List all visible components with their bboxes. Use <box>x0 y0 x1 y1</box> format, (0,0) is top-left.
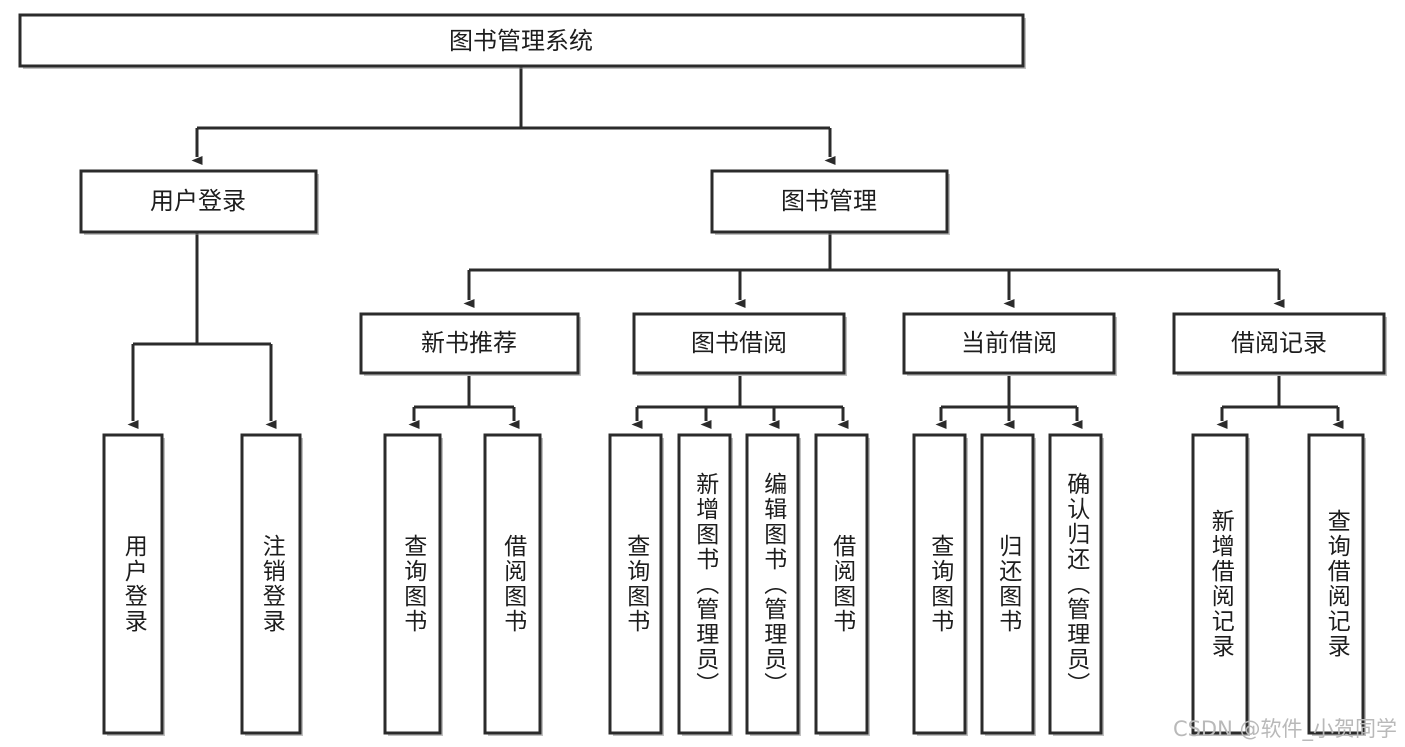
connector-borrowrecord-to-leaves <box>1216 376 1344 429</box>
leaf-box-user-login-1[interactable] <box>102 433 164 735</box>
leaf-box-book-borrow-1[interactable] <box>608 433 663 735</box>
connector-userlogin-to-leaves <box>127 233 277 429</box>
leaf-boxes-book-borrow <box>608 433 870 736</box>
node-borrow-record[interactable]: 借阅记录 <box>1172 312 1387 376</box>
leaf-box-borrow-record-2[interactable] <box>1307 433 1365 735</box>
leaf-box-new-book-2[interactable] <box>483 433 542 735</box>
node-book-borrow[interactable]: 图书借阅 <box>632 312 847 376</box>
node-root[interactable]: 图书管理系统 <box>18 13 1026 69</box>
connector-bookmgmt-to-level3 <box>463 233 1285 308</box>
node-book-borrow-label: 图书借阅 <box>691 329 787 357</box>
leaf-box-user-login-2[interactable] <box>240 433 302 735</box>
leaf-box-current-borrow-3[interactable] <box>1048 433 1103 735</box>
node-root-label: 图书管理系统 <box>449 27 593 55</box>
leaf-boxes-current-borrow <box>912 433 1104 736</box>
node-user-login-label: 用户登录 <box>150 187 246 215</box>
node-borrow-record-label: 借阅记录 <box>1231 329 1327 357</box>
leaf-box-current-borrow-2[interactable] <box>980 433 1035 735</box>
leaf-boxes-user-login <box>102 433 303 736</box>
node-current-borrow[interactable]: 当前借阅 <box>902 312 1117 376</box>
leaf-boxes-borrow-record <box>1191 433 1366 736</box>
connector-root-to-level2 <box>191 66 836 165</box>
leaf-box-borrow-record-1[interactable] <box>1191 433 1249 735</box>
node-new-book-recommend-label: 新书推荐 <box>421 329 517 357</box>
node-user-login[interactable]: 用户登录 <box>79 169 319 235</box>
leaf-boxes-new-book-recommend <box>383 433 543 736</box>
leaf-box-book-borrow-4[interactable] <box>814 433 869 735</box>
connector-currentborrow-to-leaves <box>935 376 1083 429</box>
leaf-box-book-borrow-2[interactable] <box>677 433 732 735</box>
node-book-management[interactable]: 图书管理 <box>710 169 950 235</box>
leaf-box-current-borrow-1[interactable] <box>912 433 967 735</box>
node-new-book-recommend[interactable]: 新书推荐 <box>359 312 581 376</box>
connector-newbook-to-leaves <box>408 376 520 429</box>
leaf-box-book-borrow-3[interactable] <box>745 433 800 735</box>
node-current-borrow-label: 当前借阅 <box>961 329 1057 357</box>
node-book-management-label: 图书管理 <box>781 187 877 215</box>
csdn-watermark: CSDN @软件_小贺同学 <box>1172 717 1397 741</box>
connector-bookborrow-to-leaves <box>631 376 849 429</box>
leaf-box-new-book-1[interactable] <box>383 433 442 735</box>
